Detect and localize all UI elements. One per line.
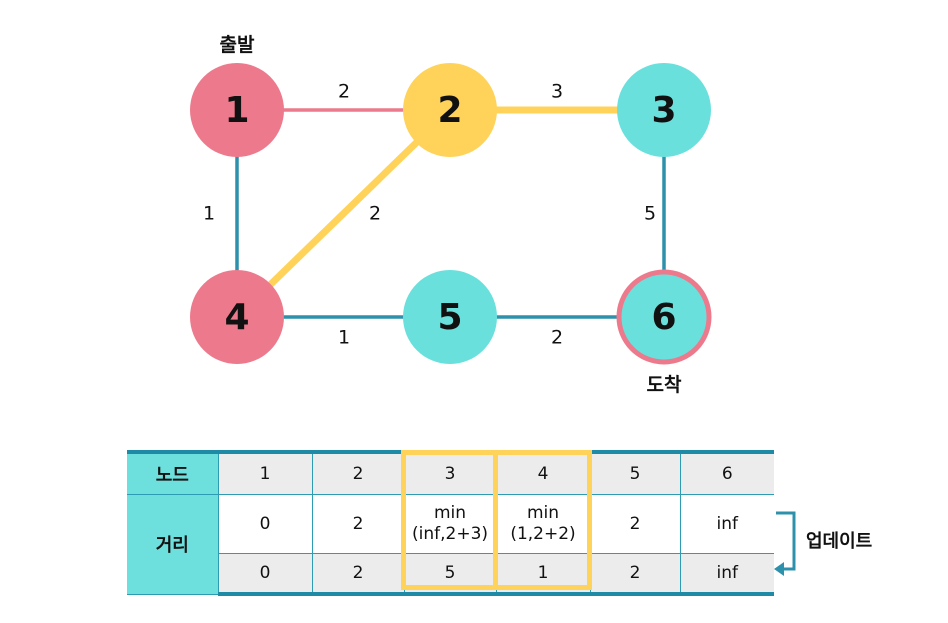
node-6: 6	[616, 269, 712, 365]
node-1: 1	[190, 63, 284, 157]
node-label-3: 3	[651, 90, 676, 131]
node-label-6: 6	[651, 297, 676, 338]
node-cell-6: 6	[679, 450, 774, 495]
min-cell-1-text: 0	[259, 513, 271, 534]
edge-weight-2-4: 2	[369, 203, 381, 225]
node-circle-4	[190, 270, 284, 364]
edge-weight-1-2: 2	[338, 81, 350, 103]
node-label-5: 5	[437, 297, 462, 338]
edge-2-4	[234, 107, 453, 320]
min-cell-3: min (inf,2+3)	[403, 494, 497, 554]
min-formula-row: 거리 0 2 min (inf,2+3) min (1,2+2) 2 inf	[127, 494, 774, 595]
node-circle-5	[403, 270, 497, 364]
node-cell-3: 3	[403, 450, 497, 495]
edge-weight-3-6: 5	[644, 203, 656, 225]
updated-cell-5: 2	[589, 553, 681, 596]
updated-cell-6: inf	[679, 553, 774, 596]
node-5: 5	[403, 270, 497, 364]
node-2: 2	[403, 63, 497, 157]
node-cell-2: 2	[311, 450, 405, 495]
update-arrow-icon	[774, 511, 796, 576]
min-cell-2-text: 2	[352, 513, 364, 534]
node-header-cell: 노드	[127, 450, 219, 495]
node-label-4: 4	[224, 297, 249, 338]
edge-weight-5-6: 2	[551, 327, 563, 349]
highlight-column-4	[493, 450, 592, 590]
node-cell-1: 1	[217, 450, 313, 495]
min-cell-4-line1: min	[526, 503, 560, 523]
nodes-layer: 1 2 3 4 5 6	[190, 63, 712, 365]
distance-table: 노드 1 2 3 4 5 6 거리 0 2 min (inf,2+3) min …	[127, 450, 774, 596]
edge-weight-1-4: 1	[203, 203, 215, 225]
min-cell-3-line1: min	[433, 503, 467, 523]
min-cell-2: 2	[311, 494, 405, 554]
edge-weight-2-3: 3	[551, 81, 563, 103]
updated-cell-2: 2	[311, 553, 405, 596]
distance-header-cell: 거리	[127, 494, 219, 595]
min-cell-1: 0	[217, 494, 313, 554]
node-label-2: 2	[437, 90, 462, 131]
node-circle-1	[190, 63, 284, 157]
edge-weight-4-5: 1	[338, 327, 350, 349]
end-label: 도착	[647, 374, 682, 396]
update-label: 업데이트	[806, 531, 873, 552]
min-cell-6: inf	[679, 494, 774, 554]
min-cell-6-text: inf	[716, 513, 738, 534]
node-4: 4	[190, 270, 284, 364]
min-cell-5: 2	[589, 494, 681, 554]
distance-table-container: 노드 1 2 3 4 5 6 거리 0 2 min (inf,2+3) min …	[127, 450, 774, 596]
node-circle-3	[617, 63, 711, 157]
node-cell-5: 5	[589, 450, 681, 495]
node-circle-6	[616, 269, 712, 365]
min-cell-4: min (1,2+2)	[495, 494, 591, 554]
updated-cell-1: 0	[217, 553, 313, 596]
min-cell-5-text: 2	[629, 513, 641, 534]
min-cell-4-line2: (1,2+2)	[510, 524, 576, 544]
start-label: 출발	[220, 34, 255, 56]
node-3: 3	[617, 63, 711, 157]
node-header-row: 노드 1 2 3 4 5 6	[127, 450, 774, 495]
node-label-1: 1	[224, 90, 249, 131]
highlight-column-3	[401, 450, 498, 590]
min-cell-3-line2: (inf,2+3)	[411, 524, 489, 544]
node-circle-2	[403, 63, 497, 157]
graph-diagram: 2 3 1 2 5 1 2 1 2 3 4 5 6 출발 도착	[190, 34, 712, 396]
